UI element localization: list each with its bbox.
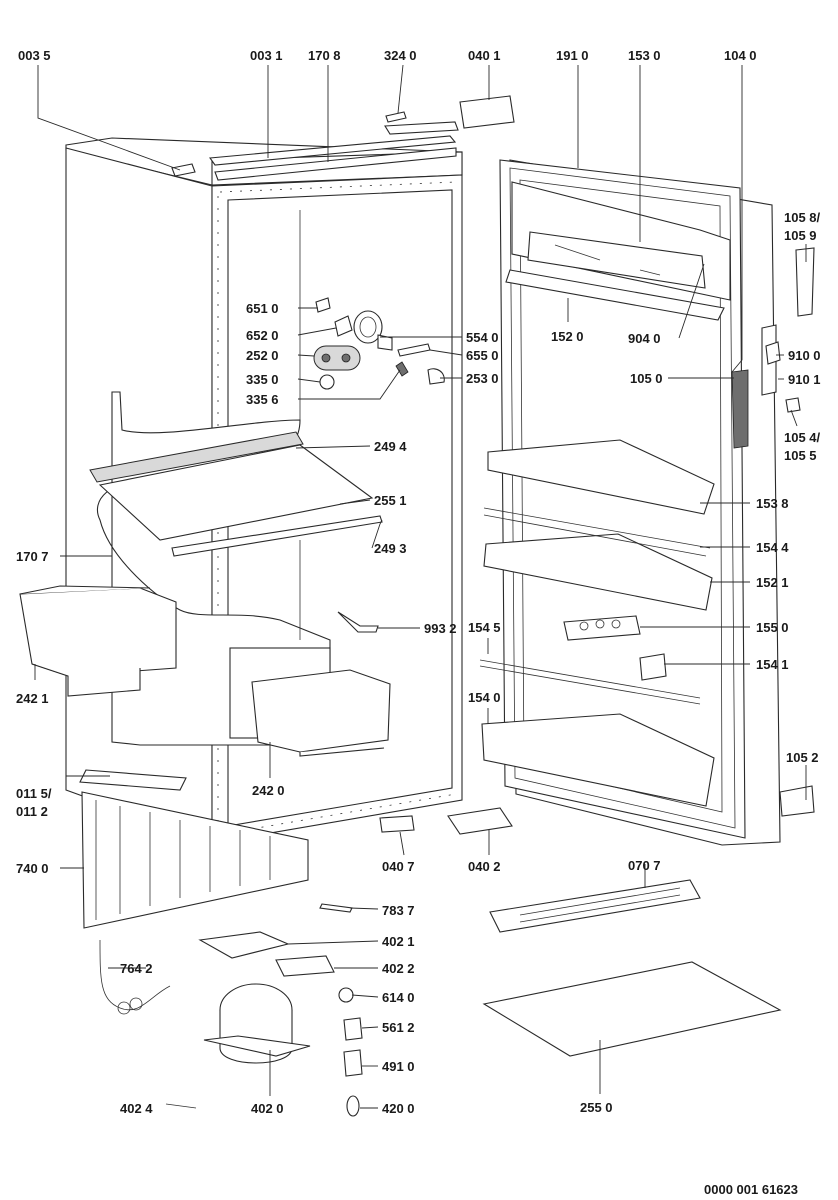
door-upper-compartment bbox=[505, 181, 731, 321]
label-335-0: 335 0 bbox=[246, 372, 279, 387]
crisper-and-drawers bbox=[19, 585, 391, 757]
label-402-4: 402 4 bbox=[120, 1101, 153, 1116]
label-491-0: 491 0 bbox=[382, 1059, 415, 1074]
label-070-7: 070 7 bbox=[628, 858, 661, 873]
glass-shelf bbox=[89, 431, 383, 557]
label-152-1: 152 1 bbox=[756, 575, 789, 590]
label-040-1: 040 1 bbox=[468, 48, 501, 63]
label-402-0: 402 0 bbox=[251, 1101, 284, 1116]
label-420-0: 420 0 bbox=[382, 1101, 415, 1116]
label-104-0: 104 0 bbox=[724, 48, 757, 63]
label-011-2: 011 2 bbox=[16, 804, 48, 819]
label-154-5: 154 5 bbox=[468, 620, 501, 635]
label-904-0: 904 0 bbox=[628, 331, 661, 346]
label-324-0: 324 0 bbox=[384, 48, 417, 63]
door bbox=[499, 159, 815, 846]
label-154-1: 154 1 bbox=[756, 657, 789, 672]
label-561-2: 561 2 bbox=[382, 1020, 415, 1035]
capillary-coil bbox=[99, 939, 171, 1015]
label-253-0: 253 0 bbox=[466, 371, 499, 386]
label-153-0: 153 0 bbox=[628, 48, 661, 63]
label-993-2: 993 2 bbox=[424, 621, 457, 636]
label-191-0: 191 0 bbox=[556, 48, 589, 63]
label-105-5: 105 5 bbox=[784, 448, 817, 463]
plinth-grille bbox=[489, 879, 701, 933]
label-910-0: 910 0 bbox=[788, 348, 821, 363]
glass-plate bbox=[482, 961, 782, 1057]
compressor bbox=[203, 983, 311, 1064]
label-154-4: 154 4 bbox=[756, 540, 789, 555]
label-655-0: 655 0 bbox=[466, 348, 499, 363]
label-153-8: 153 8 bbox=[756, 496, 789, 511]
label-011-5: 011 5/ bbox=[16, 786, 52, 801]
label-105-0: 105 0 bbox=[630, 371, 663, 386]
label-105-4: 105 4/ bbox=[784, 430, 821, 445]
label-252-0: 252 0 bbox=[246, 348, 279, 363]
door-hinge-parts bbox=[447, 95, 515, 835]
label-249-3: 249 3 bbox=[374, 541, 407, 556]
thermostat-assembly bbox=[313, 297, 445, 390]
drawing-number: 0000 001 61623 bbox=[704, 1182, 798, 1197]
label-003-5: 003 5 bbox=[18, 48, 51, 63]
part-labels: 003 5 003 1 170 8 324 0 040 1 191 0 153 … bbox=[16, 48, 821, 1197]
label-170-8: 170 8 bbox=[308, 48, 341, 63]
label-105-9: 105 9 bbox=[784, 228, 817, 243]
label-170-7: 170 7 bbox=[16, 549, 49, 564]
label-040-2: 040 2 bbox=[468, 859, 501, 874]
label-614-0: 614 0 bbox=[382, 990, 415, 1005]
label-740-0: 740 0 bbox=[16, 861, 49, 876]
label-554-0: 554 0 bbox=[466, 330, 499, 345]
label-783-7: 783 7 bbox=[382, 903, 415, 918]
label-402-1: 402 1 bbox=[382, 934, 415, 949]
label-040-7: 040 7 bbox=[382, 859, 415, 874]
cabinet-base-plate bbox=[79, 769, 415, 833]
label-242-1: 242 1 bbox=[16, 691, 49, 706]
label-652-0: 652 0 bbox=[246, 328, 279, 343]
label-152-0: 152 0 bbox=[551, 329, 584, 344]
label-154-0: 154 0 bbox=[468, 690, 501, 705]
leader-lines bbox=[34, 64, 807, 1109]
label-242-0: 242 0 bbox=[252, 783, 285, 798]
label-402-2: 402 2 bbox=[382, 961, 415, 976]
condenser bbox=[81, 791, 309, 929]
label-910-1: 910 1 bbox=[788, 372, 821, 387]
label-003-1: 003 1 bbox=[250, 48, 283, 63]
label-335-6: 335 6 bbox=[246, 392, 279, 407]
label-155-0: 155 0 bbox=[756, 620, 789, 635]
label-764-2: 764 2 bbox=[120, 961, 153, 976]
door-shelves bbox=[479, 439, 715, 807]
relay-box-parts bbox=[165, 903, 363, 1117]
label-255-1: 255 1 bbox=[374, 493, 407, 508]
label-255-0: 255 0 bbox=[580, 1100, 613, 1115]
label-651-0: 651 0 bbox=[246, 301, 279, 316]
label-105-2: 105 2 bbox=[786, 750, 819, 765]
label-249-4: 249 4 bbox=[374, 439, 407, 454]
label-105-8: 105 8/ bbox=[784, 210, 821, 225]
